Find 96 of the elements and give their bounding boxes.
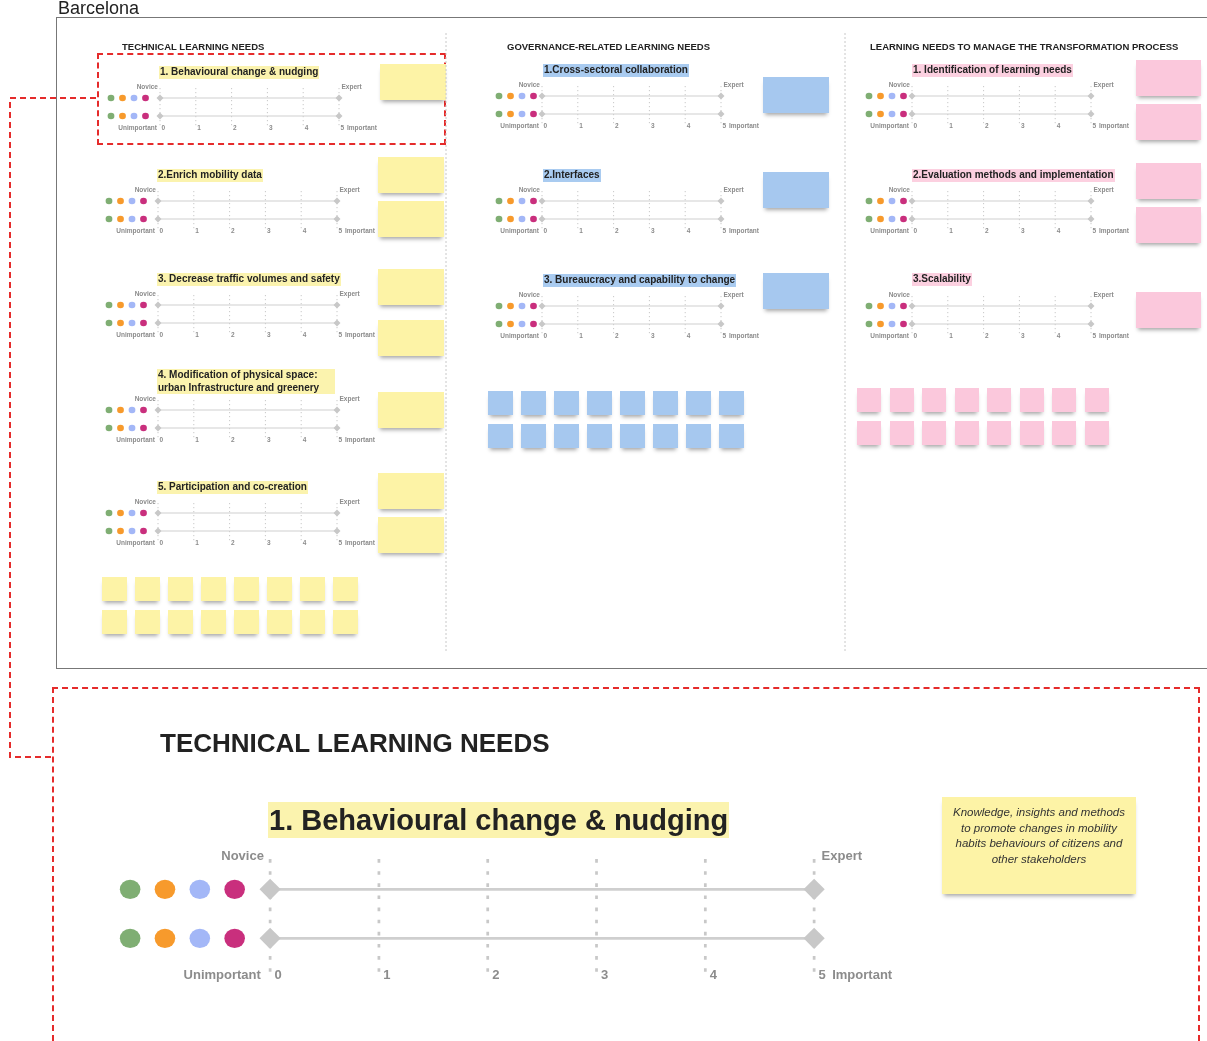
sticky-note [1136,163,1201,199]
sticky-note [987,421,1011,445]
column-heading: GOVERNANCE-RELATED LEARNING NEEDS [507,41,711,53]
sticky-note [954,421,979,445]
sticky-note [234,610,259,634]
sticky-note [488,391,513,415]
sticky-note [1019,388,1044,412]
sticky-note [378,157,444,193]
sticky-note [889,388,914,412]
sticky-note [857,421,881,445]
sticky-note [378,392,444,428]
sticky-note [234,577,259,601]
topic-heading: 1. Identification of learning needs [912,64,1073,77]
sticky-note [201,610,226,634]
sticky-note [1084,388,1109,412]
topic-heading: 3.Scalability [912,273,972,286]
sticky-note [488,424,513,448]
sticky-note [587,391,612,415]
column-heading: LEARNING NEEDS TO MANAGE THE TRANSFORMATION PROCESS [870,41,1179,53]
column-heading: TECHNICAL LEARNING NEEDS [122,41,265,53]
section-heading: TECHNICAL LEARNING NEEDS [160,727,550,760]
topic-heading: 2.Enrich mobility data [157,169,263,182]
sticky-note [378,320,444,356]
sticky-note [763,273,829,309]
sticky-note [378,517,444,553]
topic-heading: 2.Interfaces [543,169,601,182]
sticky-note [168,610,193,634]
sticky-note [922,421,946,445]
sticky-note [300,577,325,601]
sticky-note [554,424,579,448]
sticky-note [1136,207,1201,243]
sticky-note [201,577,226,601]
sticky-note [554,391,579,415]
sticky-note [378,473,444,509]
sticky-note [1052,421,1076,445]
topic-heading: 1.Cross-sectoral collaboration [543,64,689,77]
topic-heading: 1. Behavioural change & nudging [159,66,320,79]
tick-number: 1 [383,967,391,981]
highlight-frame [97,53,446,145]
sticky-note [168,577,193,601]
scale-end-label: Unimportant [183,967,261,981]
sticky-note [300,610,325,634]
sticky-note [267,610,292,634]
sticky-note [620,424,645,448]
topic-heading: 3. Decrease traffic volumes and safety [157,273,341,286]
topic-heading: 2.Evaluation methods and implementation [912,169,1115,182]
sticky-note [1136,104,1201,140]
sticky-note [719,391,744,415]
sticky-note [102,577,127,601]
sticky-note [987,388,1011,412]
topic-heading: 3. Bureaucracy and capability to change [543,274,737,287]
scale-end-label: Important [832,967,893,981]
sticky-note [267,577,292,601]
sticky-note [1084,421,1109,445]
board-frame [56,17,1207,669]
tick-number: 0 [274,967,282,981]
sticky-note [763,172,829,208]
sticky-note [954,388,979,412]
tick-number: 2 [492,967,500,981]
connector-line [9,97,97,758]
sticky-note [719,424,744,448]
sticky-note [1052,388,1076,412]
sticky-note [333,577,358,601]
tick-number: 4 [709,967,717,981]
sticky-note [521,391,546,415]
sticky-note [620,391,645,415]
scale-end-label: Expert [821,849,863,863]
sticky-note [135,577,160,601]
sticky-note [378,201,444,237]
sticky-note [378,269,444,305]
topic-heading: 4. Modification of physical space: urban Infrastructure and greenery [157,369,335,394]
topic-heading: 1. Behavioural change & nudging [268,802,730,839]
tick-number: 5 [818,967,826,981]
zoom-panel [52,687,1200,1041]
tick-number: 3 [600,967,609,981]
sticky-note [686,391,711,415]
topic-heading: 5. Participation and co-creation [157,481,308,494]
sticky-note [686,424,711,448]
sticky-note [922,388,946,412]
sticky-note [857,388,881,412]
sticky-note [1136,60,1201,96]
board-title: Barcelona [58,0,140,20]
sticky-note [763,77,829,113]
sticky-note [333,610,358,634]
sticky-note [587,424,612,448]
sticky-note [653,391,678,415]
sticky-note [521,424,546,448]
sticky-note [135,610,160,634]
sticky-note: Knowledge, insights and methods to promote changes in mobility habits behaviours of citizens and other stakeholders [942,797,1136,894]
sticky-note [889,421,914,445]
sticky-note [1019,421,1044,445]
sticky-note [653,424,678,448]
sticky-note [1136,292,1201,328]
sticky-note [102,610,127,634]
sticky-note [380,64,446,100]
scale-end-label: Novice [221,849,264,863]
